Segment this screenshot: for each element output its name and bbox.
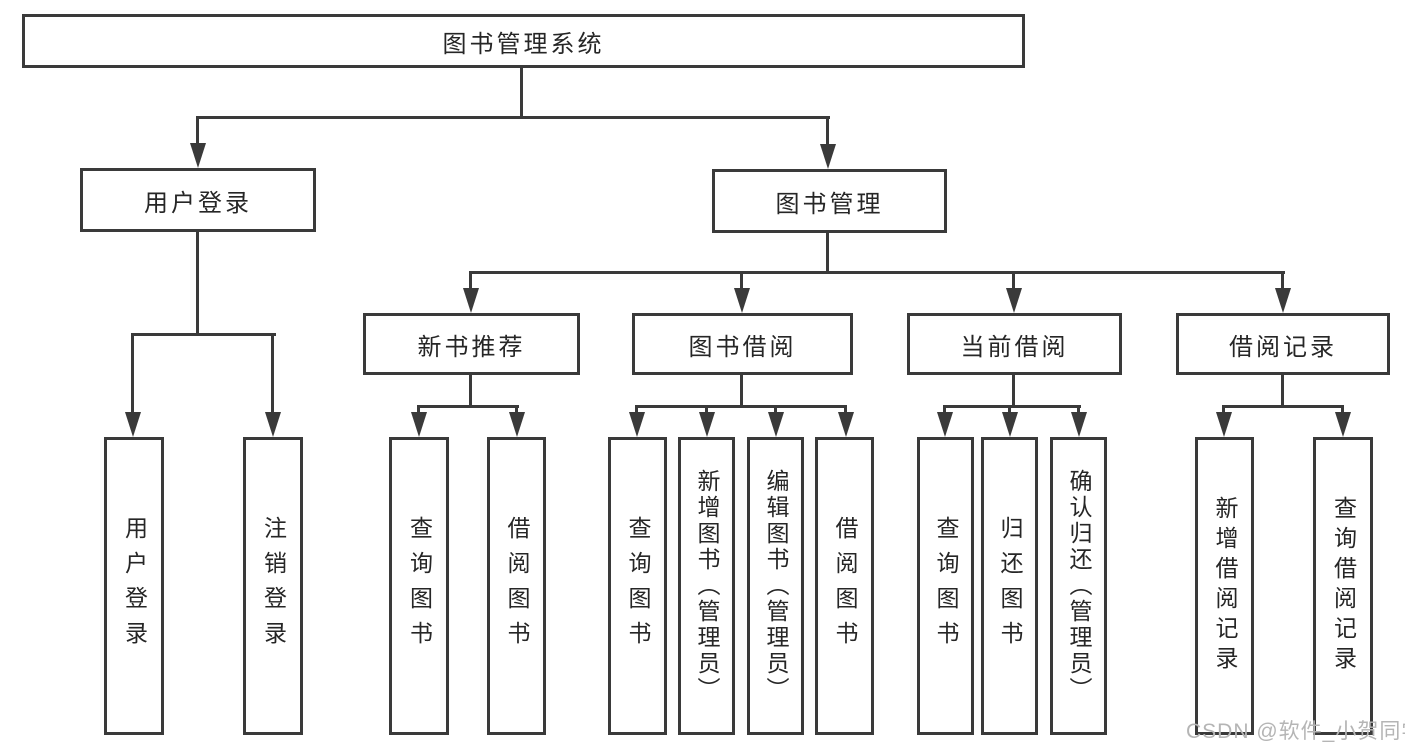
connector-line	[520, 66, 523, 119]
connector-line	[1281, 375, 1284, 408]
leaf-return-books: 归还图书	[981, 437, 1038, 735]
leaf-query-books-3: 查询图书	[917, 437, 974, 735]
arrow-down-icon	[1275, 288, 1291, 313]
node-label: 当前借阅	[960, 333, 1069, 361]
arrow-down-icon	[1335, 412, 1351, 437]
node-label: 图书管理	[775, 190, 884, 218]
leaf-borrow-books-2: 借阅图书	[815, 437, 874, 735]
node-borrow-records: 借阅记录	[1176, 313, 1390, 375]
connector-line	[1008, 405, 1011, 415]
connector-line	[1222, 405, 1225, 415]
leaf-query-books-1: 查询图书	[389, 437, 449, 735]
connector-line	[271, 333, 274, 414]
leaf-borrow-books-1: 借阅图书	[487, 437, 546, 735]
leaf-query-books-2: 查询图书	[608, 437, 667, 735]
connector-line	[515, 405, 518, 415]
connector-line	[826, 233, 829, 274]
connector-line	[1012, 375, 1015, 408]
leaf-user-login: 用户登录	[104, 437, 164, 735]
connector-line	[740, 375, 743, 408]
arrow-down-icon	[699, 412, 715, 437]
node-label: 新增图书（管理员）	[694, 469, 720, 703]
node-label: 归还图书	[997, 516, 1023, 656]
node-label: 借阅图书	[504, 516, 530, 656]
connector-line	[417, 405, 420, 415]
connector-line	[740, 271, 743, 291]
arrow-down-icon	[629, 412, 645, 437]
connector-line	[705, 405, 708, 415]
connector-line	[469, 375, 472, 408]
node-label: 用户登录	[144, 189, 252, 217]
connector-line	[774, 405, 777, 415]
node-label: 图书借阅	[688, 333, 797, 361]
arrow-down-icon	[1216, 412, 1232, 437]
node-label: 图书管理系统	[442, 30, 605, 58]
connector-line	[131, 333, 134, 414]
arrow-down-icon	[463, 288, 479, 313]
arrow-down-icon	[1002, 412, 1018, 437]
node-library-management-system: 图书管理系统	[22, 14, 1025, 68]
connector-line	[196, 232, 199, 336]
node-label: 查询图书	[406, 516, 433, 656]
node-label: 新增借阅记录	[1212, 496, 1238, 676]
arrow-down-icon	[820, 144, 836, 169]
node-user-login-group: 用户登录	[80, 168, 316, 232]
node-label: 借阅图书	[832, 516, 858, 656]
connector-line	[417, 405, 519, 408]
leaf-add-books-admin: 新增图书（管理员）	[678, 437, 735, 735]
node-new-book-recommend: 新书推荐	[363, 313, 580, 375]
arrow-down-icon	[190, 143, 206, 168]
node-book-management: 图书管理	[712, 169, 947, 233]
connector-line	[1222, 405, 1344, 408]
leaf-edit-books-admin: 编辑图书（管理员）	[747, 437, 804, 735]
connector-line	[635, 405, 638, 415]
node-label: 确认归还（管理员）	[1066, 469, 1092, 703]
arrow-down-icon	[265, 412, 281, 437]
watermark: CSDN @软件_小贺同学	[1186, 720, 1405, 743]
node-label: 新书推荐	[417, 333, 526, 361]
connector-line	[943, 405, 946, 415]
leaf-add-borrow-record: 新增借阅记录	[1195, 437, 1254, 735]
connector-line	[826, 116, 829, 146]
connector-line	[196, 116, 199, 146]
node-label: 编辑图书（管理员）	[763, 469, 789, 703]
leaf-logout: 注销登录	[243, 437, 303, 735]
arrow-down-icon	[1006, 288, 1022, 313]
node-label: 查询借阅记录	[1330, 496, 1357, 676]
arrow-down-icon	[411, 412, 427, 437]
leaf-confirm-return-admin: 确认归还（管理员）	[1050, 437, 1107, 735]
arrow-down-icon	[125, 412, 141, 437]
connector-line	[635, 405, 847, 408]
node-label: 借阅记录	[1229, 333, 1337, 361]
connector-line	[469, 271, 1285, 274]
connector-line	[1012, 271, 1015, 291]
node-label: 查询图书	[933, 516, 959, 656]
node-label: 查询图书	[625, 516, 651, 656]
arrow-down-icon	[838, 412, 854, 437]
node-book-borrow: 图书借阅	[632, 313, 853, 375]
arrow-down-icon	[1071, 412, 1087, 437]
connector-line	[131, 333, 276, 336]
connector-line	[1281, 271, 1284, 291]
node-label: 注销登录	[260, 516, 287, 656]
connector-line	[1341, 405, 1344, 415]
connector-line	[943, 405, 1081, 408]
connector-line	[469, 271, 472, 291]
arrow-down-icon	[768, 412, 784, 437]
connector-line	[844, 405, 847, 415]
arrow-down-icon	[734, 288, 750, 313]
arrow-down-icon	[509, 412, 525, 437]
connector-line	[196, 116, 830, 119]
leaf-query-borrow-record: 查询借阅记录	[1313, 437, 1373, 735]
connector-line	[1077, 405, 1080, 415]
node-label: 用户登录	[121, 516, 148, 656]
node-current-borrow: 当前借阅	[907, 313, 1122, 375]
arrow-down-icon	[937, 412, 953, 437]
